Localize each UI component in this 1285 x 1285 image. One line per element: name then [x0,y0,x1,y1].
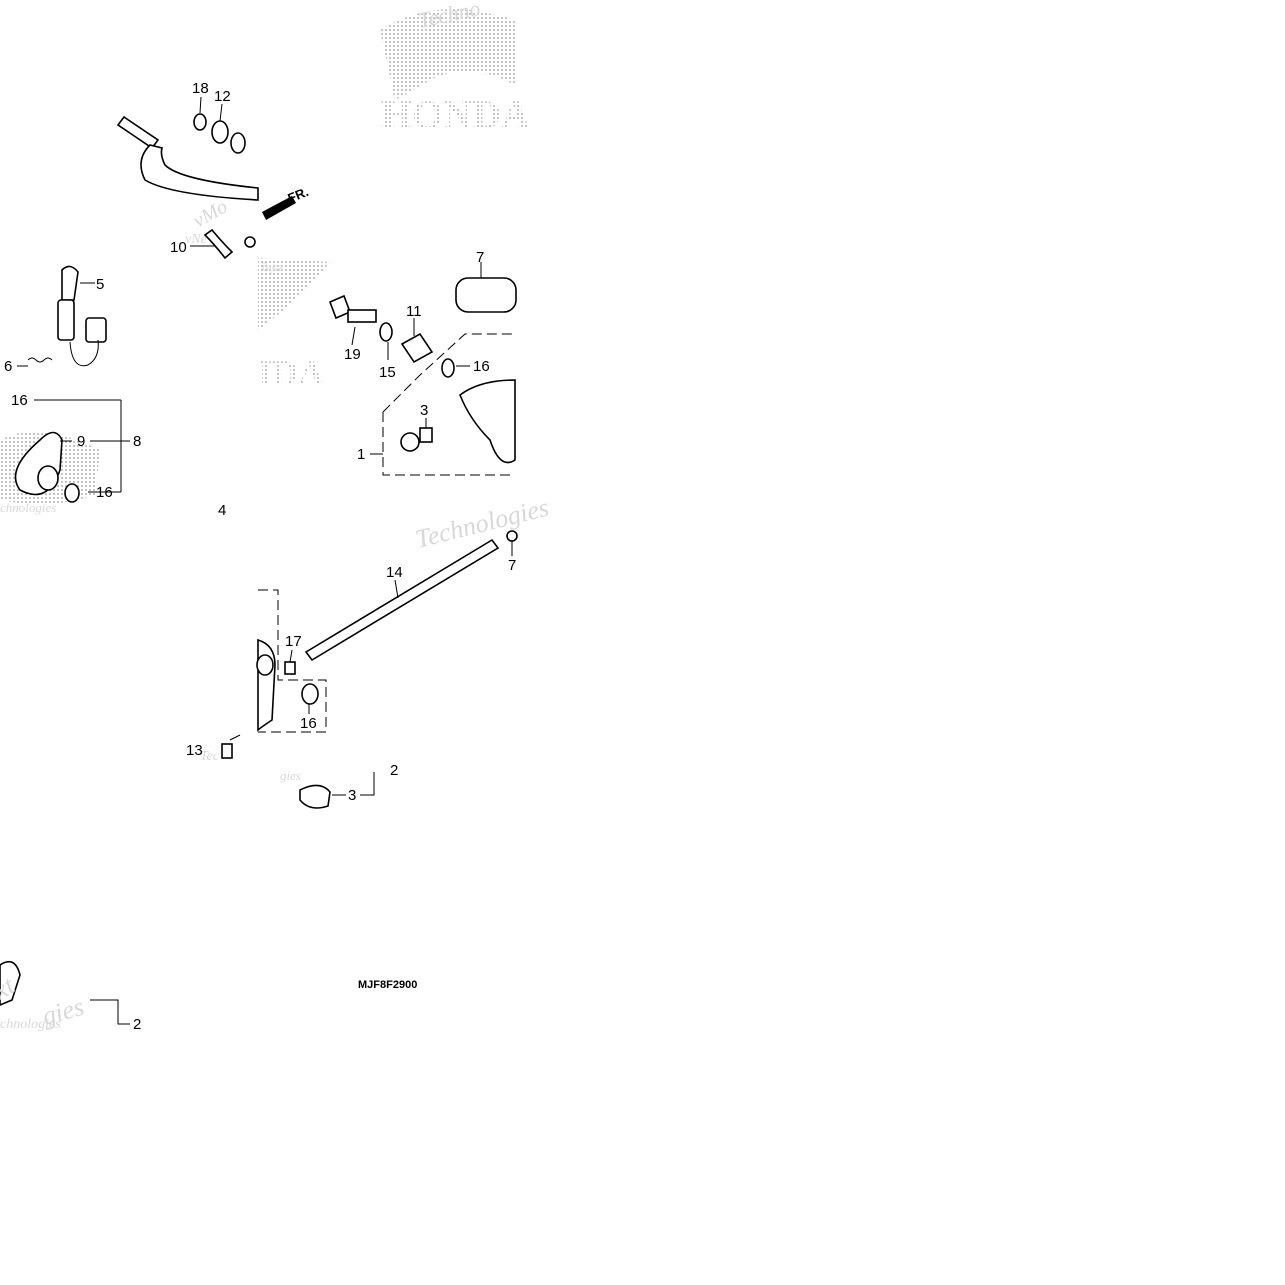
callout-labels: 18 12 10 5 6 16 9 8 16 4 7 19 11 15 16 3… [4,80,516,1033]
pivot-bracket: chnologies [0,399,130,515]
callout-6: 6 [4,358,12,375]
callout-5: 5 [96,276,104,293]
shift-lever-group: Technologies [328,262,552,554]
callout-7-b: 7 [508,557,516,574]
callout-2-a: 2 [390,762,398,779]
callout-10: 10 [170,239,187,256]
callout-16-a: 16 [11,392,28,409]
callout-18: 18 [192,80,209,97]
callout-17: 17 [285,633,302,650]
callout-13: 13 [186,742,203,759]
callout-7-a: 7 [476,249,484,266]
watermark-text: chnologies [0,1017,61,1032]
callout-16-b: 16 [96,484,113,501]
callout-9: 9 [77,433,85,450]
brake-pedal: FR. vNe vMo [116,96,311,260]
front-arrow-icon [262,196,296,220]
callout-3-b: 3 [348,787,356,804]
callout-8: 8 [133,433,141,450]
callout-15: 15 [379,364,396,381]
brand-logo-mid: IDA gies [258,258,330,393]
watermark-text: Technologies [412,493,551,554]
callout-16-d: 16 [300,715,317,732]
watermark-text: vNe [185,232,207,247]
bottom-left-fragment: xt gies chnologies [0,960,130,1032]
brake-switch [17,265,107,367]
watermark-text: gies [280,768,301,783]
watermark-text: vMo [190,196,232,233]
brand-text-lower: IDA [258,353,324,393]
watermark-text: chnologies [0,500,56,515]
watermark-text: Tec [200,749,220,764]
diagram-code: MJF8F2900 [358,979,417,991]
callout-14: 14 [386,564,403,581]
watermark-text: gies [262,262,283,277]
callout-19: 19 [344,346,361,363]
brand-text: HONDA [381,92,530,137]
callout-11: 11 [406,303,422,320]
callout-2-b: 2 [133,1016,141,1033]
callout-1: 1 [357,446,365,463]
direction-label: FR. [286,184,311,206]
shift-rod: Tec gies [200,530,518,809]
brand-logo: HONDA Techno [380,0,530,137]
callout-16-c: 16 [473,358,490,375]
callout-4: 4 [218,502,226,519]
callout-12: 12 [214,88,231,105]
callout-3-a: 3 [420,402,428,419]
